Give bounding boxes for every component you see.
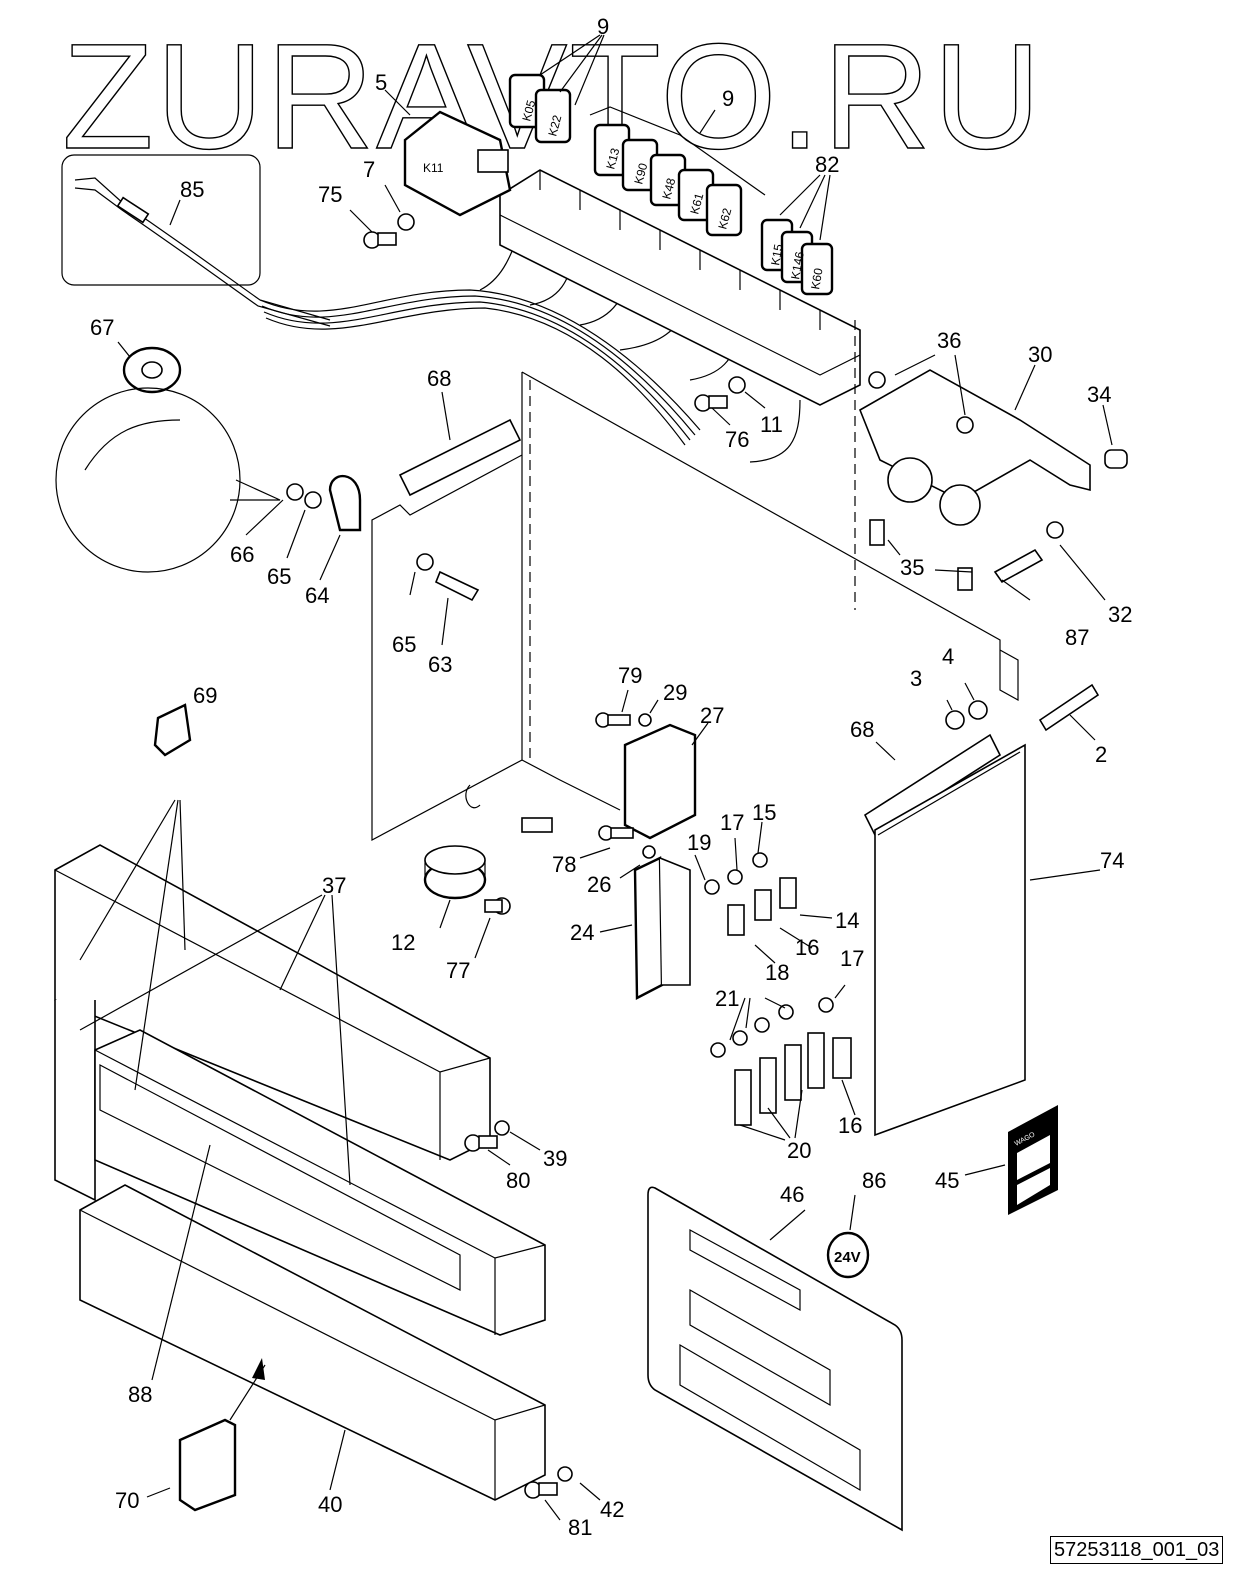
relay-group-9-upper: K05 K22 <box>508 73 572 144</box>
callout-21: 21 <box>715 986 739 1011</box>
callout-20: 20 <box>787 1138 811 1163</box>
callout-27: 27 <box>700 703 724 728</box>
screw-washer-81-42 <box>524 1466 573 1499</box>
cable-duct-40 <box>79 1184 546 1501</box>
sensor-12 <box>423 784 553 915</box>
relay-label-k05: K05 <box>519 98 538 123</box>
relay-group-82: K15 K146 K60 <box>760 218 834 296</box>
leader-lines <box>79 34 1113 1521</box>
relay-label-k15: K15 <box>768 243 786 267</box>
callout-79: 79 <box>618 663 642 688</box>
callout-67: 67 <box>90 315 114 340</box>
voltage-badge-text: 24V <box>834 1249 861 1266</box>
callout-75: 75 <box>318 182 342 207</box>
callout-70: 70 <box>115 1488 139 1513</box>
wago-label-45: WAGO <box>1008 1105 1058 1215</box>
callout-15: 15 <box>752 800 776 825</box>
callout-85: 85 <box>180 177 204 202</box>
callout-37: 37 <box>322 873 346 898</box>
callout-labels: 2 3 4 5 7 9 9 11 12 14 15 16 16 17 17 18… <box>90 14 1132 1540</box>
callout-3: 3 <box>910 666 922 691</box>
mounting-plate <box>371 320 1019 841</box>
callout-2: 2 <box>1095 742 1107 767</box>
terminal-clips <box>704 852 852 1126</box>
callout-30: 30 <box>1028 342 1052 367</box>
callout-11: 11 <box>760 412 783 437</box>
relay-group-9-row: K13 K90 K48 K61 K62 <box>593 123 743 237</box>
callout-66: 66 <box>230 542 254 567</box>
callout-63: 63 <box>428 652 452 677</box>
callout-65-left: 65 <box>267 564 291 589</box>
callout-46: 46 <box>780 1182 804 1207</box>
stud-2-washers <box>945 683 1100 732</box>
relay-base-rail <box>499 169 861 406</box>
callout-69: 69 <box>193 683 217 708</box>
callout-78: 78 <box>552 852 576 877</box>
callout-14: 14 <box>835 908 859 933</box>
callout-16-lower: 16 <box>838 1113 862 1138</box>
callout-76: 76 <box>725 427 749 452</box>
clamp-hardware <box>286 418 1002 837</box>
screw-washer-76-11 <box>694 376 746 412</box>
callout-80: 80 <box>506 1168 530 1193</box>
callout-16-upper: 16 <box>795 935 819 960</box>
callout-88: 88 <box>128 1382 152 1407</box>
relay-label-k146: K146 <box>788 250 807 280</box>
label-sheet-46 <box>647 1186 903 1532</box>
callout-74: 74 <box>1100 848 1124 873</box>
callout-42: 42 <box>600 1497 624 1522</box>
callout-87: 87 <box>1065 625 1089 650</box>
tape-roll-and-detail <box>55 346 281 573</box>
callout-64: 64 <box>305 583 329 608</box>
callout-5: 5 <box>375 70 387 95</box>
connector-bracket-30 <box>858 369 1128 591</box>
callout-17-upper: 17 <box>720 810 744 835</box>
callout-82: 82 <box>815 152 839 177</box>
callout-29: 29 <box>663 680 687 705</box>
callout-35: 35 <box>900 555 924 580</box>
callout-81: 81 <box>568 1515 592 1540</box>
relay-label-k22: K22 <box>545 113 564 138</box>
relay-label-k61: K61 <box>687 191 706 216</box>
callout-45: 45 <box>935 1168 959 1193</box>
relay-label-k48: K48 <box>659 176 678 201</box>
board-24 <box>633 856 691 1000</box>
callout-12: 12 <box>391 930 415 955</box>
panel-74 <box>874 743 1026 1137</box>
reference-code: 57253118_001_03 <box>1050 1536 1224 1564</box>
screw-washer-80-39 <box>464 1120 510 1152</box>
callout-24: 24 <box>570 920 594 945</box>
end-cap-70 <box>178 1358 266 1512</box>
callout-39: 39 <box>543 1146 567 1171</box>
cable-duct-37-lower <box>94 1029 546 1336</box>
end-cap-69 <box>79 703 192 1091</box>
callout-68-left: 68 <box>427 366 451 391</box>
callout-65-right: 65 <box>392 632 416 657</box>
callout-36: 36 <box>937 328 961 353</box>
relay-k11: K11 <box>403 110 512 217</box>
badge-24v-86: 24V <box>826 1231 870 1279</box>
callout-9-row: 9 <box>722 86 734 111</box>
callout-4: 4 <box>942 644 954 669</box>
callout-86: 86 <box>862 1168 886 1193</box>
callout-40: 40 <box>318 1492 342 1517</box>
callout-32: 32 <box>1108 602 1132 627</box>
callout-9-upper: 9 <box>597 14 609 39</box>
callout-17-lower: 17 <box>840 946 864 971</box>
callout-7: 7 <box>363 157 375 182</box>
callout-19: 19 <box>687 830 711 855</box>
callout-26: 26 <box>587 872 611 897</box>
module-27 <box>595 712 697 859</box>
callout-18: 18 <box>765 960 789 985</box>
relay-label-k90: K90 <box>631 161 650 186</box>
relay-label-k13: K13 <box>603 146 622 171</box>
relay-label-k62: K62 <box>715 206 734 231</box>
callout-77: 77 <box>446 958 470 983</box>
screw-washer-75-7 <box>363 213 415 249</box>
relay-label-k11: K11 <box>423 161 444 175</box>
relay-label-k60: K60 <box>808 267 826 291</box>
callout-68-right: 68 <box>850 717 874 742</box>
callout-34: 34 <box>1087 382 1111 407</box>
